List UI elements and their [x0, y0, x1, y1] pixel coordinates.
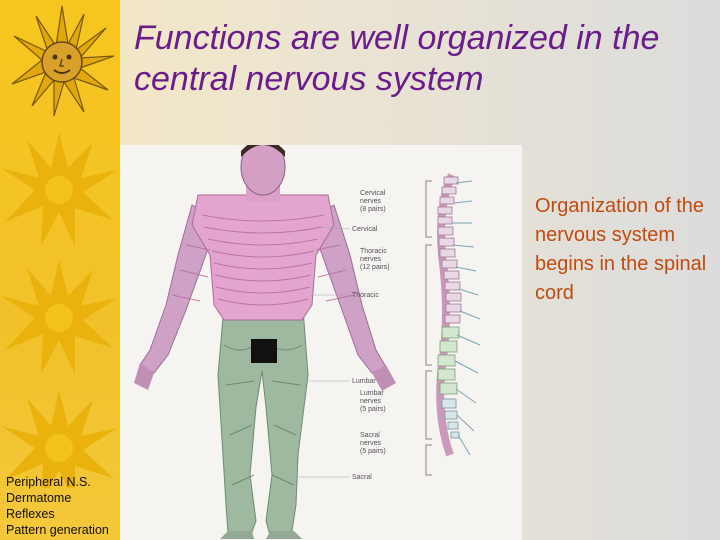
sun-icon — [1, 132, 117, 246]
notes-list: Peripheral N.S. Dermatome Reflexes Patte… — [6, 474, 131, 538]
label-sacral: Sacral — [352, 474, 372, 481]
label-lumbar: Lumbar — [352, 378, 376, 385]
slide-title: Functions are well organized in the cent… — [134, 19, 660, 98]
note-item: Dermatome — [6, 491, 72, 505]
note-item: Pattern generation — [6, 523, 109, 537]
label-cervical: Cervical — [352, 226, 378, 233]
note-item: Peripheral N.S. — [6, 475, 91, 489]
label-thoracic: Thoracic — [352, 292, 379, 299]
sun-icon — [11, 5, 115, 117]
note-item: Reflexes — [6, 507, 55, 521]
bullet-text: Organization of the nervous system begin… — [535, 195, 707, 304]
sun-icon — [1, 260, 117, 374]
sun-icon — [1, 390, 117, 488]
